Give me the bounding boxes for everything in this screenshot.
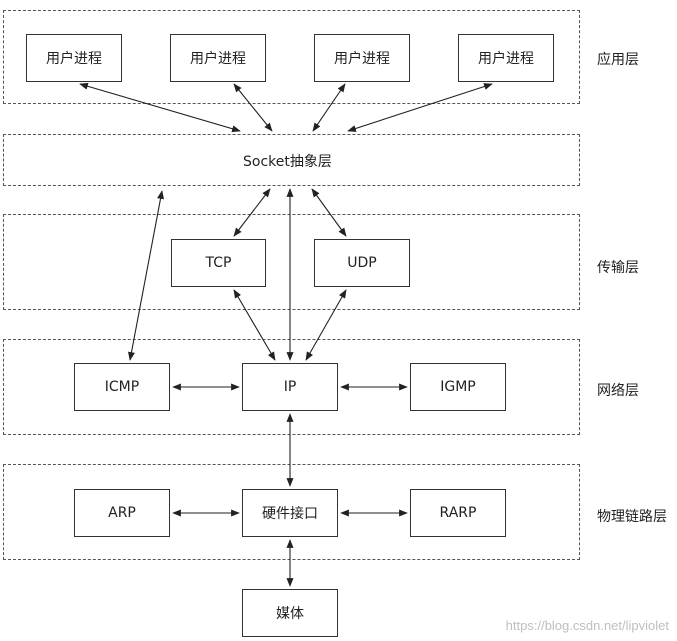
arp-box: ARP: [74, 489, 170, 537]
igmp-box: IGMP: [410, 363, 506, 411]
socket-abstraction-layer: [3, 134, 580, 186]
hardware-interface-box: 硬件接口: [242, 489, 338, 537]
transport-layer-label: 传输层: [597, 260, 639, 276]
watermark: https://blog.csdn.net/lipviolet: [505, 618, 669, 633]
user-process-box-3: 用户进程: [314, 34, 410, 82]
arrow-user1-socket: [79, 82, 241, 133]
arrow-socket-udp: [311, 188, 347, 237]
application-layer-label: 应用层: [597, 52, 639, 68]
user-process-box-4: 用户进程: [458, 34, 554, 82]
tcp-box: TCP: [171, 239, 266, 287]
arrow-user2-socket: [233, 83, 273, 132]
icmp-box: ICMP: [74, 363, 170, 411]
user-process-box-1: 用户进程: [26, 34, 122, 82]
application-layer: [3, 10, 580, 104]
udp-box: UDP: [314, 239, 410, 287]
rarp-box: RARP: [410, 489, 506, 537]
arrow-user3-socket: [312, 83, 346, 132]
link-layer-label: 物理链路层: [597, 509, 667, 525]
socket-label: Socket抽象层: [243, 154, 332, 170]
arrow-socket-icmp: [128, 190, 164, 361]
user-process-box-2: 用户进程: [170, 34, 266, 82]
arrow-socket-tcp: [233, 188, 271, 237]
arrow-udp-ip: [305, 289, 347, 361]
arrow-tcp-ip: [233, 289, 276, 361]
media-box: 媒体: [242, 589, 338, 637]
arrow-user4-socket: [347, 83, 493, 132]
ip-box: IP: [242, 363, 338, 411]
network-layer-label: 网络层: [597, 383, 639, 399]
